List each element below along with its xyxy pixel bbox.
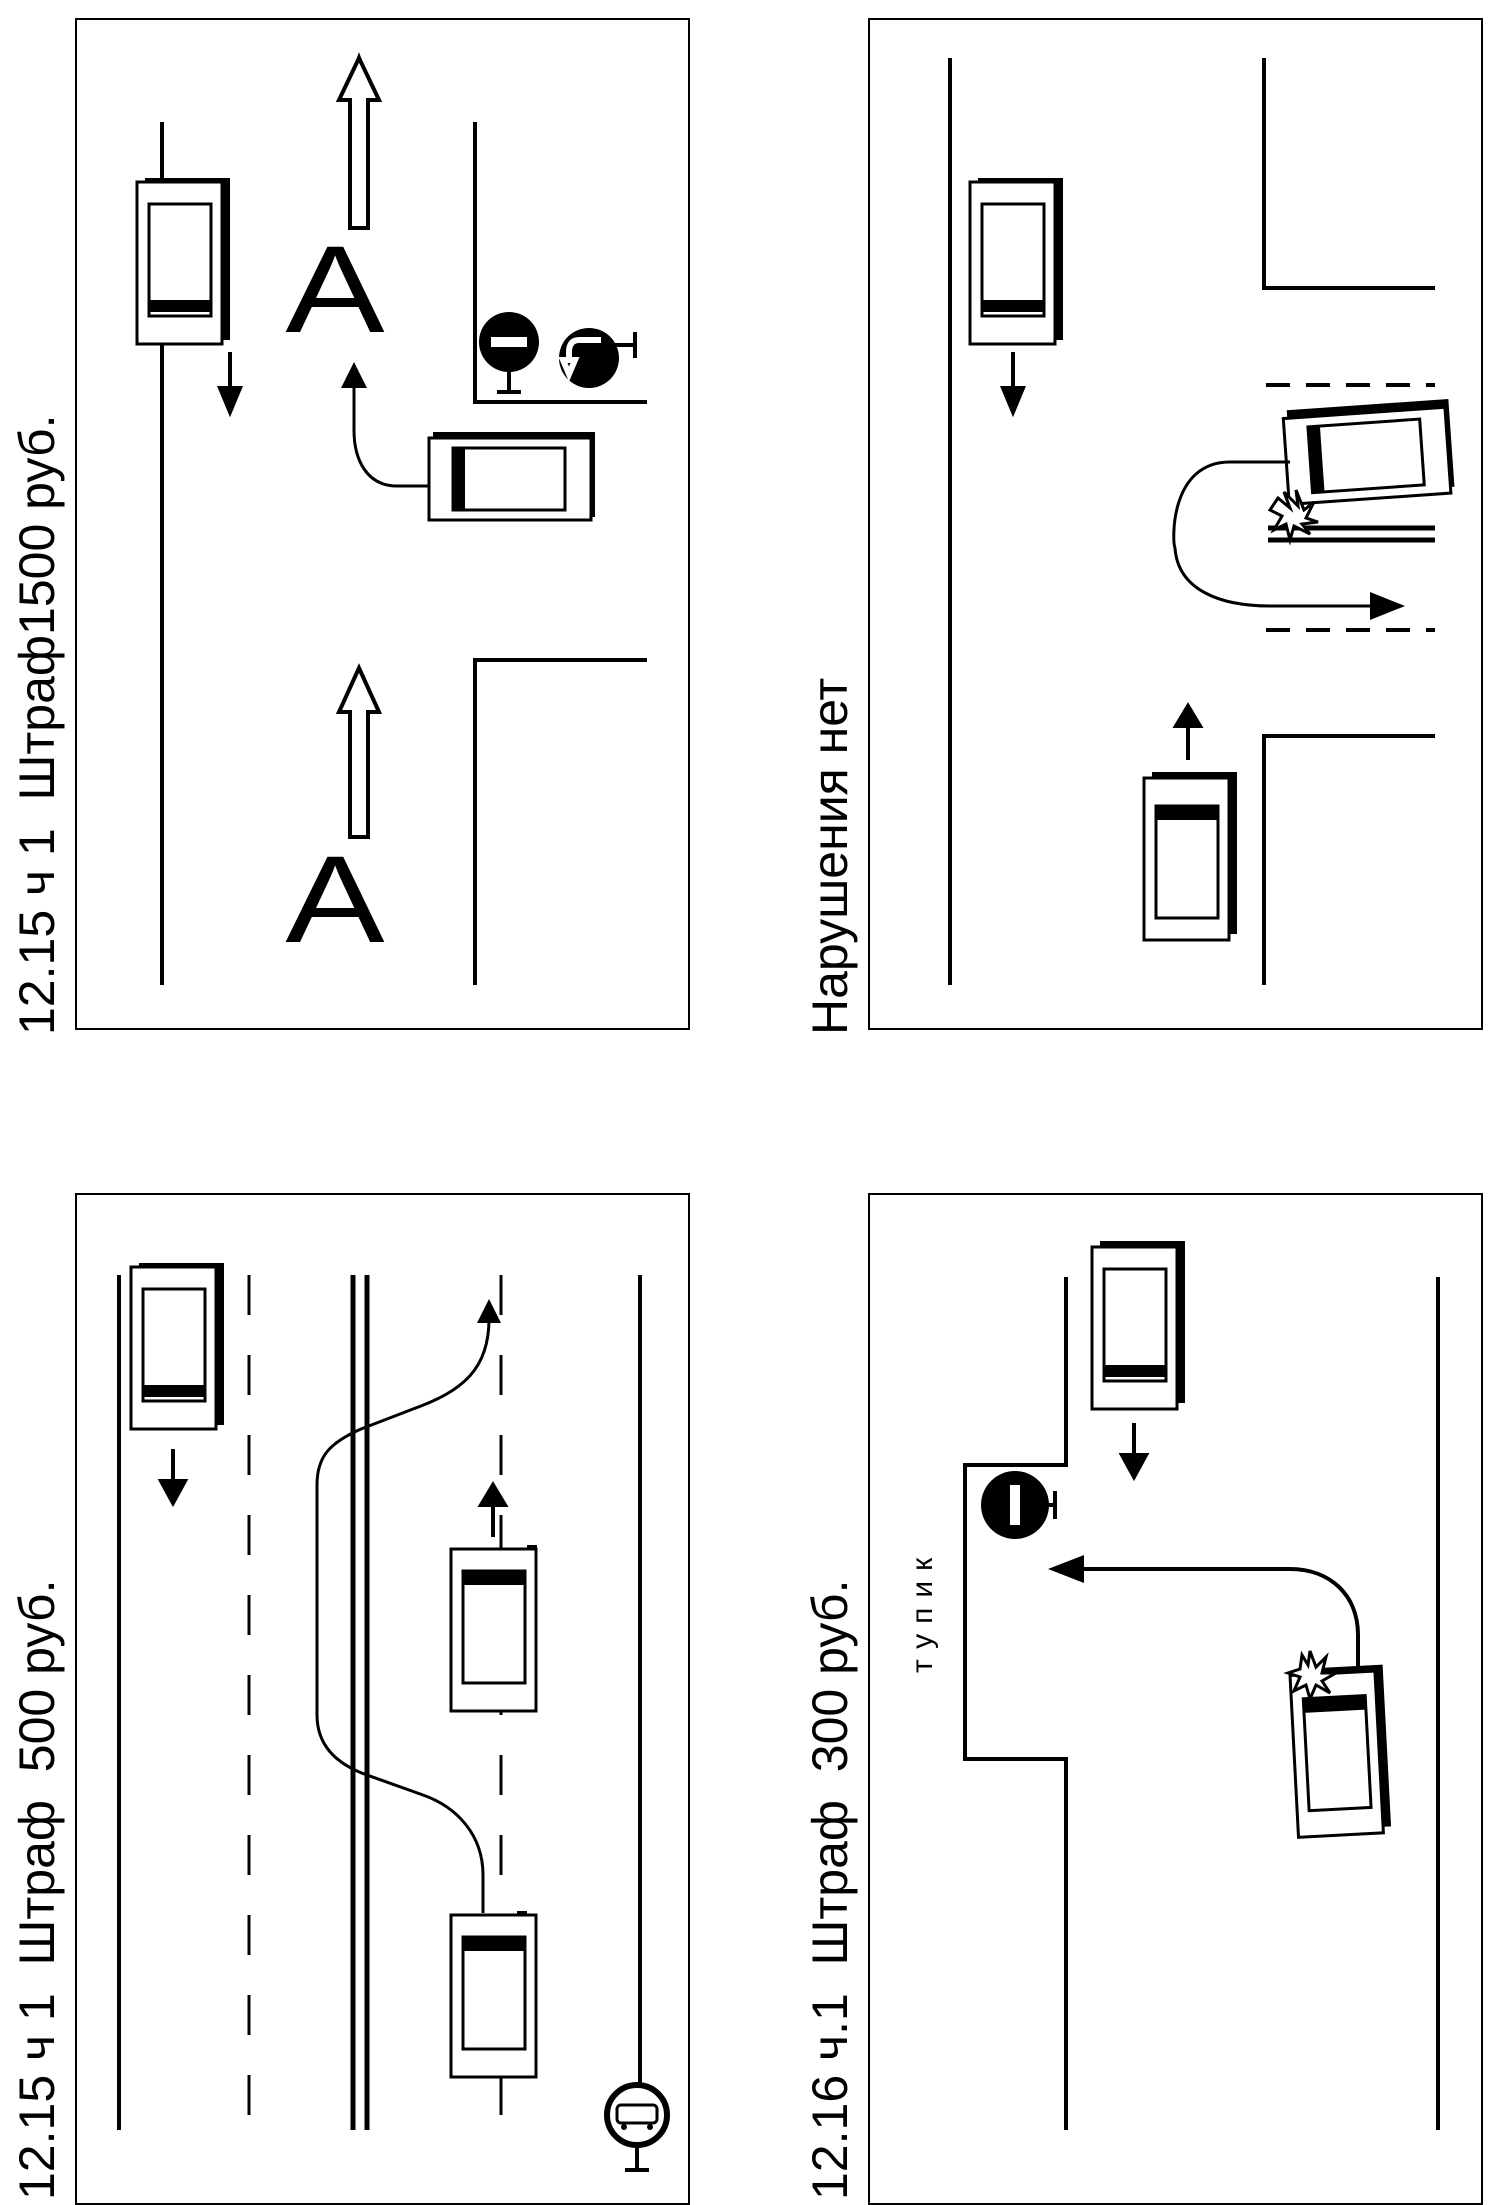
dead-end-label: тупик	[906, 1547, 939, 1673]
car-icon	[449, 1911, 538, 2079]
direction-arrow-icon	[1118, 1423, 1150, 1482]
car-icon	[968, 178, 1063, 346]
road-edge	[963, 1277, 1068, 2130]
car-icon	[427, 432, 595, 522]
no-u-turn-sign-icon	[558, 328, 637, 388]
direction-arrow-icon	[1172, 702, 1204, 760]
road-edge	[473, 122, 647, 404]
trajectory-line	[1070, 1567, 1360, 1671]
no-entry-sign-icon	[981, 1471, 1057, 1539]
no-entry-sign-icon	[479, 312, 539, 394]
car-icon	[1288, 1664, 1392, 1839]
direction-arrow-icon	[335, 53, 383, 230]
bus-stop-sign-icon	[604, 2082, 670, 2172]
direction-arrow-icon	[341, 362, 367, 388]
car-icon	[135, 178, 230, 346]
panel-3	[75, 1193, 690, 2205]
panel-2	[868, 18, 1483, 1030]
road-edge	[1262, 58, 1435, 290]
direction-arrow-icon	[477, 1481, 509, 1537]
direction-arrow-icon	[157, 1449, 189, 1508]
direction-arrow-icon	[217, 352, 243, 418]
car-icon	[1281, 399, 1455, 506]
trajectory-line	[352, 380, 429, 488]
sign-letter-a: A	[285, 221, 385, 359]
road-edge	[1262, 734, 1435, 985]
direction-arrow-icon	[335, 663, 383, 839]
caption-bottom-right: 12.16 ч.1 Штраф 300 руб.	[802, 1579, 858, 2200]
direction-arrow-icon	[1000, 352, 1026, 418]
trajectory-line	[315, 1313, 491, 1913]
panel-4: тупик	[868, 1193, 1483, 2205]
sign-letter-a: A	[285, 831, 385, 969]
caption-top-left: 12.15 ч 1 Штраф1500 руб.	[9, 414, 65, 1035]
caption-top-right: Нарушения нет	[802, 677, 858, 1035]
caption-bottom-left: 12.15 ч 1 Штраф 500 руб.	[9, 1579, 65, 2200]
direction-arrow-icon	[477, 1299, 501, 1323]
trajectory-line	[1172, 460, 1390, 608]
direction-arrow-icon	[1370, 592, 1405, 620]
car-icon	[129, 1263, 224, 1431]
road-edge	[473, 658, 647, 985]
car-icon	[1090, 1241, 1185, 1411]
car-icon	[1142, 772, 1237, 942]
panel-1: A A	[75, 18, 690, 1030]
collision-icon	[1267, 489, 1319, 546]
car-icon	[449, 1545, 538, 1713]
collision-icon	[1283, 1650, 1342, 1704]
direction-arrow-icon	[1048, 1555, 1084, 1583]
